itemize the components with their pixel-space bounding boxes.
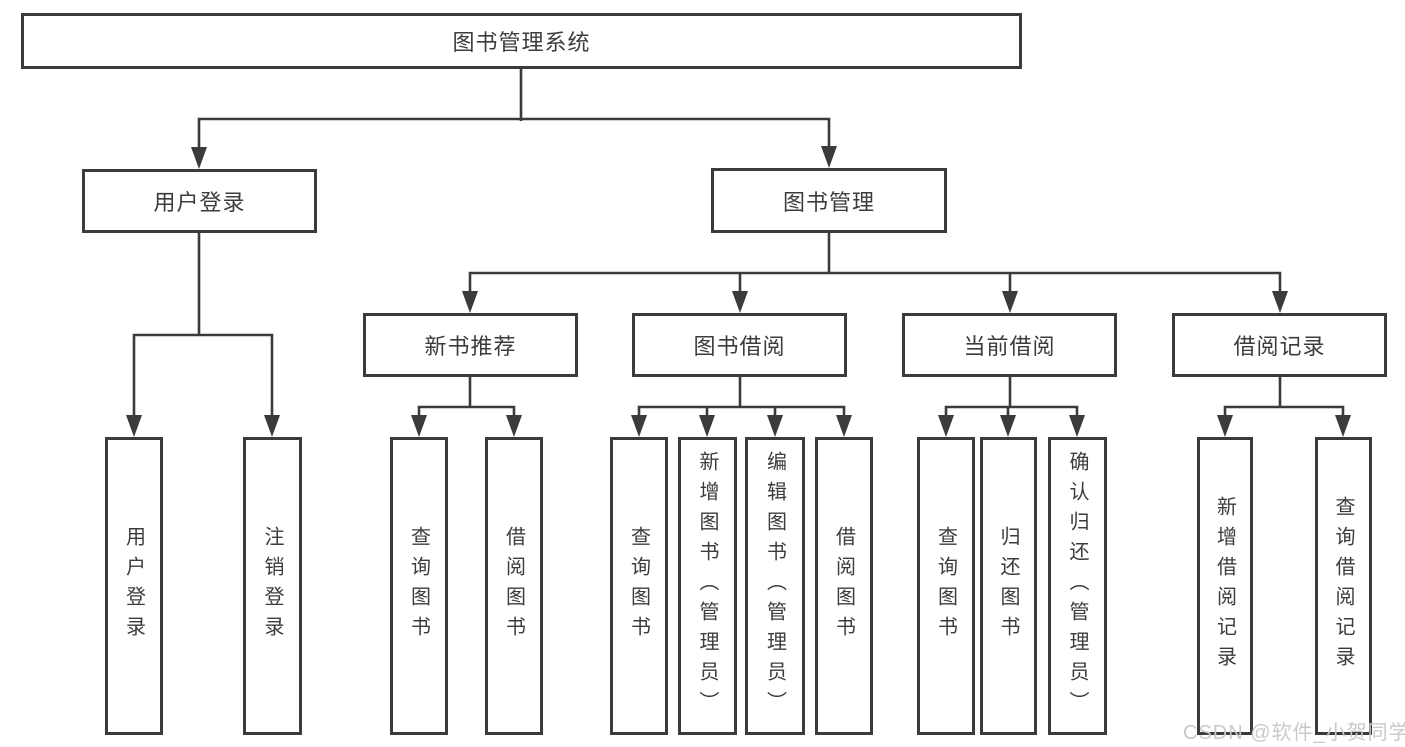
leaf-borrow-books-2-label: 借阅图书: [832, 526, 855, 646]
node-current-borrowing: 当前借阅: [902, 313, 1117, 377]
leaf-query-borrow-record: 查询借阅记录: [1315, 437, 1372, 735]
leaf-query-books-1-label: 查询图书: [407, 526, 430, 646]
arrowhead: [1272, 291, 1288, 313]
arrowhead: [699, 415, 715, 437]
csdn-watermark: CSDN @软件_小贺同学: [1183, 722, 1405, 744]
leaf-edit-books-admin: 编辑图书（管理员）: [745, 437, 805, 735]
node-user-login-label: 用户登录: [153, 190, 246, 215]
arrowhead: [1000, 415, 1016, 437]
node-borrowing-records-label: 借阅记录: [1233, 334, 1326, 359]
arrowhead: [1335, 415, 1351, 437]
arrowhead: [191, 147, 207, 169]
arrowhead: [821, 146, 837, 168]
leaf-borrow-books-1-label: 借阅图书: [502, 526, 525, 646]
arrowhead: [1217, 415, 1233, 437]
arrowhead: [767, 415, 783, 437]
node-root: 图书管理系统: [21, 13, 1022, 69]
leaf-query-books-1: 查询图书: [390, 437, 448, 735]
leaf-query-books-2: 查询图书: [610, 437, 668, 735]
connector-book-mgmt-branch: [468, 233, 1282, 296]
connector-level1-branch: [197, 117, 831, 152]
leaf-add-books-admin-label: 新增图书（管理员）: [696, 451, 718, 721]
leaf-add-books-admin: 新增图书（管理员）: [678, 437, 737, 735]
leaf-borrow-books-2: 借阅图书: [815, 437, 873, 735]
arrowhead: [1002, 291, 1018, 313]
node-user-login: 用户登录: [82, 169, 317, 233]
connector-borrow-record-branch: [1223, 377, 1345, 420]
node-book-management: 图书管理: [711, 168, 947, 233]
connector-book-borrow-branch: [637, 377, 846, 420]
arrowhead: [631, 415, 647, 437]
connector-new-book-branch: [417, 377, 516, 420]
node-book-borrowing-label: 图书借阅: [693, 334, 786, 359]
node-book-management-label: 图书管理: [782, 189, 875, 215]
connector-user-login-branch: [132, 233, 274, 420]
connector-current-borrow-branch: [944, 377, 1079, 420]
node-current-borrowing-label: 当前借阅: [963, 334, 1056, 359]
arrowhead: [938, 415, 954, 437]
node-new-book-recommend: 新书推荐: [363, 313, 578, 377]
leaf-query-books-2-label: 查询图书: [627, 526, 650, 646]
leaf-query-books-3-label: 查询图书: [934, 526, 957, 646]
leaf-return-books: 归还图书: [980, 437, 1037, 735]
leaf-logout-label: 注销登录: [261, 526, 283, 646]
arrowhead: [732, 291, 748, 313]
leaf-confirm-return-admin-label: 确认归还（管理员）: [1066, 451, 1088, 721]
leaf-user-login-label: 用户登录: [122, 526, 145, 646]
arrowhead: [126, 415, 142, 437]
leaf-query-borrow-record-label: 查询借阅记录: [1332, 496, 1354, 676]
arrowhead: [462, 291, 478, 313]
leaf-confirm-return-admin: 确认归还（管理员）: [1048, 437, 1107, 735]
leaf-user-login: 用户登录: [105, 437, 163, 735]
leaf-add-borrow-record: 新增借阅记录: [1197, 437, 1253, 735]
leaf-logout: 注销登录: [243, 437, 302, 735]
node-book-borrowing: 图书借阅: [632, 313, 847, 377]
node-root-label: 图书管理系统: [452, 30, 591, 55]
arrowhead: [411, 415, 427, 437]
arrowhead: [836, 415, 852, 437]
leaf-return-books-label: 归还图书: [997, 526, 1019, 646]
node-new-book-recommend-label: 新书推荐: [424, 334, 517, 359]
leaf-borrow-books-1: 借阅图书: [485, 437, 543, 735]
arrowhead: [506, 415, 522, 437]
leaf-edit-books-admin-label: 编辑图书（管理员）: [763, 451, 786, 721]
arrowhead: [1069, 415, 1085, 437]
leaf-add-borrow-record-label: 新增借阅记录: [1213, 496, 1236, 676]
node-borrowing-records: 借阅记录: [1172, 313, 1387, 377]
leaf-query-books-3: 查询图书: [917, 437, 975, 735]
arrowhead: [264, 415, 280, 437]
